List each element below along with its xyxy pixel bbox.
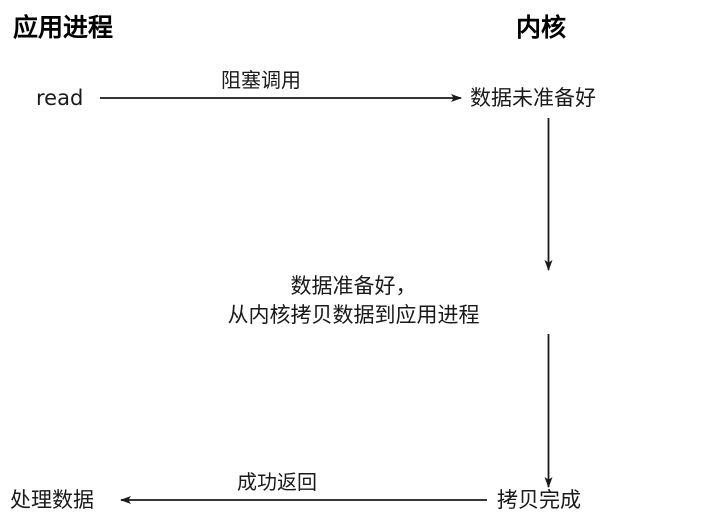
node-data-ready: 数据准备好， 从内核拷贝数据到应用进程 bbox=[0, 272, 707, 330]
node-data-ready-line-1: 数据准备好， bbox=[290, 274, 417, 298]
node-data-not-ready: 数据未准备好 bbox=[470, 86, 596, 110]
edge-label-return-ok: 成功返回 bbox=[237, 470, 317, 494]
lane-header-kernel: 内核 bbox=[516, 13, 567, 42]
node-copy-done: 拷贝完成 bbox=[497, 488, 581, 512]
lane-header-app-process: 应用进程 bbox=[13, 13, 114, 42]
node-data-ready-line-2: 从内核拷贝数据到应用进程 bbox=[227, 303, 480, 327]
node-process-data: 处理数据 bbox=[10, 488, 94, 512]
node-read: read bbox=[36, 86, 84, 110]
edge-label-blocking-call: 阻塞调用 bbox=[221, 68, 301, 92]
